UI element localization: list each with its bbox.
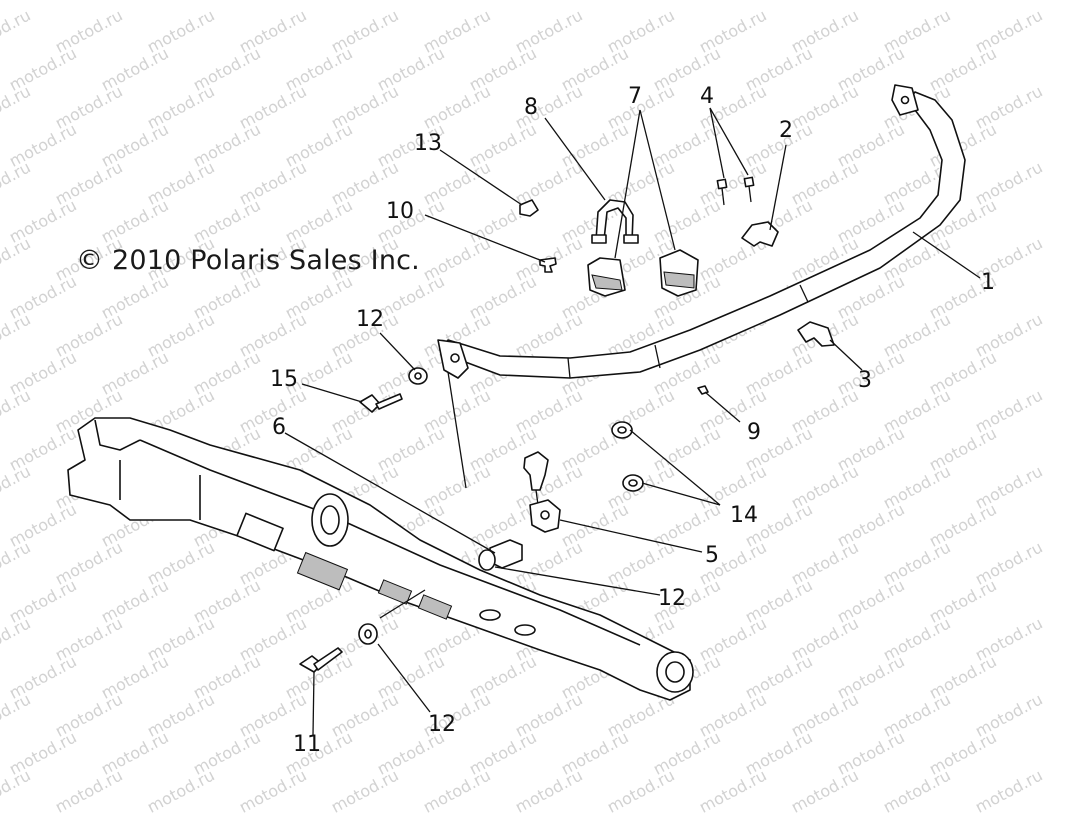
bushings	[587, 249, 699, 297]
sway-bar	[437, 84, 966, 379]
callout-12-top: 12	[356, 307, 384, 332]
clamp	[591, 199, 639, 244]
callout-7: 7	[628, 84, 642, 109]
leader-lines	[284, 107, 981, 736]
callout-15: 15	[270, 367, 298, 392]
callout-4: 4	[700, 84, 714, 109]
callout-14: 14	[730, 503, 758, 528]
callout-2: 2	[779, 118, 793, 143]
bushing-halves	[741, 221, 835, 347]
callout-5: 5	[705, 543, 719, 568]
callout-13: 13	[414, 131, 442, 156]
bolts	[716, 176, 755, 206]
callout-12-bottom: 12	[428, 712, 456, 737]
callout-11: 11	[293, 732, 321, 757]
callout-10: 10	[386, 199, 414, 224]
callout-8: 8	[524, 95, 538, 120]
link-assembly	[523, 451, 561, 533]
trailing-arm	[67, 417, 694, 701]
bolts-15-11	[299, 393, 403, 673]
callout-12-middle: 12	[658, 586, 686, 611]
callout-9: 9	[747, 420, 761, 445]
spacer-and-washers	[358, 367, 523, 645]
callout-6: 6	[272, 415, 286, 440]
callout-3: 3	[858, 368, 872, 393]
copyright-notice: © 2010 Polaris Sales Inc.	[76, 245, 420, 276]
callout-1: 1	[981, 270, 995, 295]
